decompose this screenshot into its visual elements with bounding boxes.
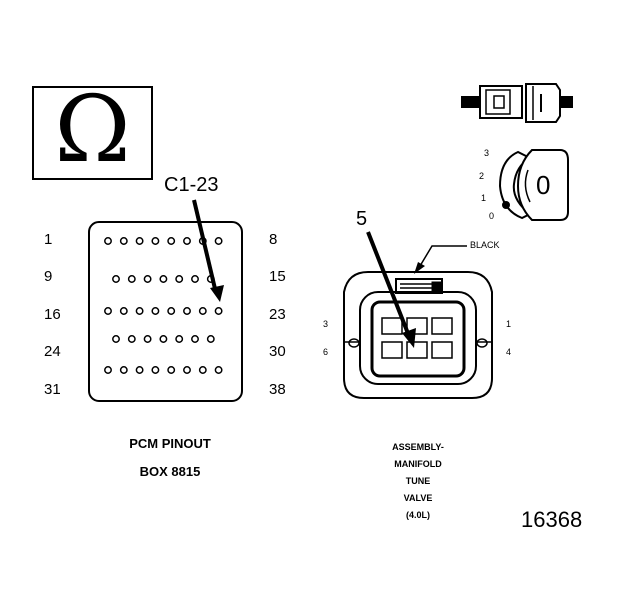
- pcm-pin: [183, 237, 191, 245]
- pin-5-arrow-shaft: [366, 231, 411, 337]
- c1-23-arrow-shaft: [192, 199, 218, 294]
- pcm-pin: [143, 275, 152, 283]
- pcm-pin: [143, 335, 152, 343]
- c1-23-arrow-head: [210, 285, 224, 302]
- key-digit: 0: [536, 170, 551, 200]
- key-position-1: 1: [481, 193, 487, 203]
- pcm-pin: [119, 307, 128, 315]
- valve-caption-line3: TUNE: [405, 476, 431, 486]
- pcm-connector-body: [88, 221, 243, 402]
- pcm-pin: [214, 307, 223, 315]
- pin-5-arrow-head: [402, 328, 416, 348]
- pcm-row-label-right-3: 23: [269, 306, 286, 323]
- pcm-pin-grid: [104, 237, 223, 374]
- valve-caption-line5: (4.0L): [405, 510, 430, 520]
- pcm-row-label-right-2: 15: [269, 268, 286, 285]
- pcm-pin: [183, 366, 191, 374]
- pcm-pin: [167, 237, 176, 245]
- cavity-label-1: 1: [506, 319, 512, 329]
- pcm-row-label-left-1: 1: [44, 231, 53, 248]
- connector-halves-icon: [461, 83, 573, 123]
- pcm-row-label-right-4: 30: [269, 343, 286, 360]
- ohmmeter-symbol-box: Ω: [32, 80, 153, 180]
- pcm-pin: [127, 335, 136, 343]
- pcm-pin: [198, 366, 207, 374]
- pcm-pin: [183, 307, 191, 315]
- pcm-pin: [191, 335, 199, 343]
- valve-caption-line1: ASSEMBLY-: [392, 442, 444, 452]
- pcm-pin: [191, 275, 199, 283]
- pcm-row-label-left-2: 9: [44, 268, 53, 285]
- pcm-row-label-right-1: 8: [269, 231, 278, 248]
- cavity-label-4: 4: [506, 347, 512, 357]
- pcm-pin: [214, 366, 223, 374]
- pcm-pin: [214, 237, 223, 245]
- pcm-pin: [119, 237, 128, 245]
- pcm-pin: [206, 335, 215, 343]
- pcm-pin-callout: C1-23: [164, 174, 219, 196]
- pcm-pin: [175, 335, 184, 343]
- pcm-pin: [135, 237, 144, 245]
- wire-color-label: BLACK: [470, 240, 500, 250]
- pcm-pin: [135, 307, 144, 315]
- pcm-row-label-left-5: 31: [44, 381, 61, 398]
- key-switch-icon: [498, 149, 569, 221]
- pcm-pin: [198, 307, 207, 315]
- pcm-pin: [112, 335, 120, 343]
- pcm-pin: [127, 275, 136, 283]
- valve-connector: [343, 271, 493, 399]
- key-position-3: 3: [484, 148, 490, 158]
- black-wire-arrow-head: [414, 262, 425, 274]
- pcm-row-label-right-5: 38: [269, 381, 286, 398]
- pcm-pin: [119, 366, 128, 374]
- pcm-pin: [135, 366, 144, 374]
- pcm-pin: [167, 366, 176, 374]
- cavity-label-6: 6: [323, 347, 329, 357]
- pcm-row-label-left-3: 16: [44, 306, 61, 323]
- pcm-pin: [151, 237, 160, 245]
- pcm-pin: [104, 307, 112, 315]
- pcm-pin: [104, 366, 112, 374]
- pcm-pin: [167, 307, 176, 315]
- pcm-caption-line2: BOX 8815: [139, 464, 201, 479]
- valve-caption-line4: VALVE: [403, 493, 433, 503]
- pcm-pin: [159, 335, 168, 343]
- pcm-pin: [112, 275, 120, 283]
- pcm-pin: [159, 275, 168, 283]
- cavity-label-3: 3: [323, 319, 329, 329]
- pcm-caption-line1: PCM PINOUT: [129, 436, 211, 451]
- key-position-0: 0: [489, 211, 495, 221]
- pcm-pin: [151, 307, 160, 315]
- valve-caption: ASSEMBLY- MANIFOLD TUNE VALVE (4.0L): [360, 439, 476, 524]
- valve-caption-line2: MANIFOLD: [394, 459, 442, 469]
- figure-number: 16368: [521, 507, 583, 532]
- pcm-pin: [104, 237, 112, 245]
- pcm-pin: [151, 366, 160, 374]
- key-position-2: 2: [479, 171, 485, 181]
- ohm-icon: Ω: [54, 76, 131, 183]
- pcm-pin: [175, 275, 184, 283]
- pcm-row-label-left-4: 24: [44, 343, 61, 360]
- black-wire-leader: [419, 245, 467, 267]
- valve-pin-callout: 5: [356, 208, 368, 230]
